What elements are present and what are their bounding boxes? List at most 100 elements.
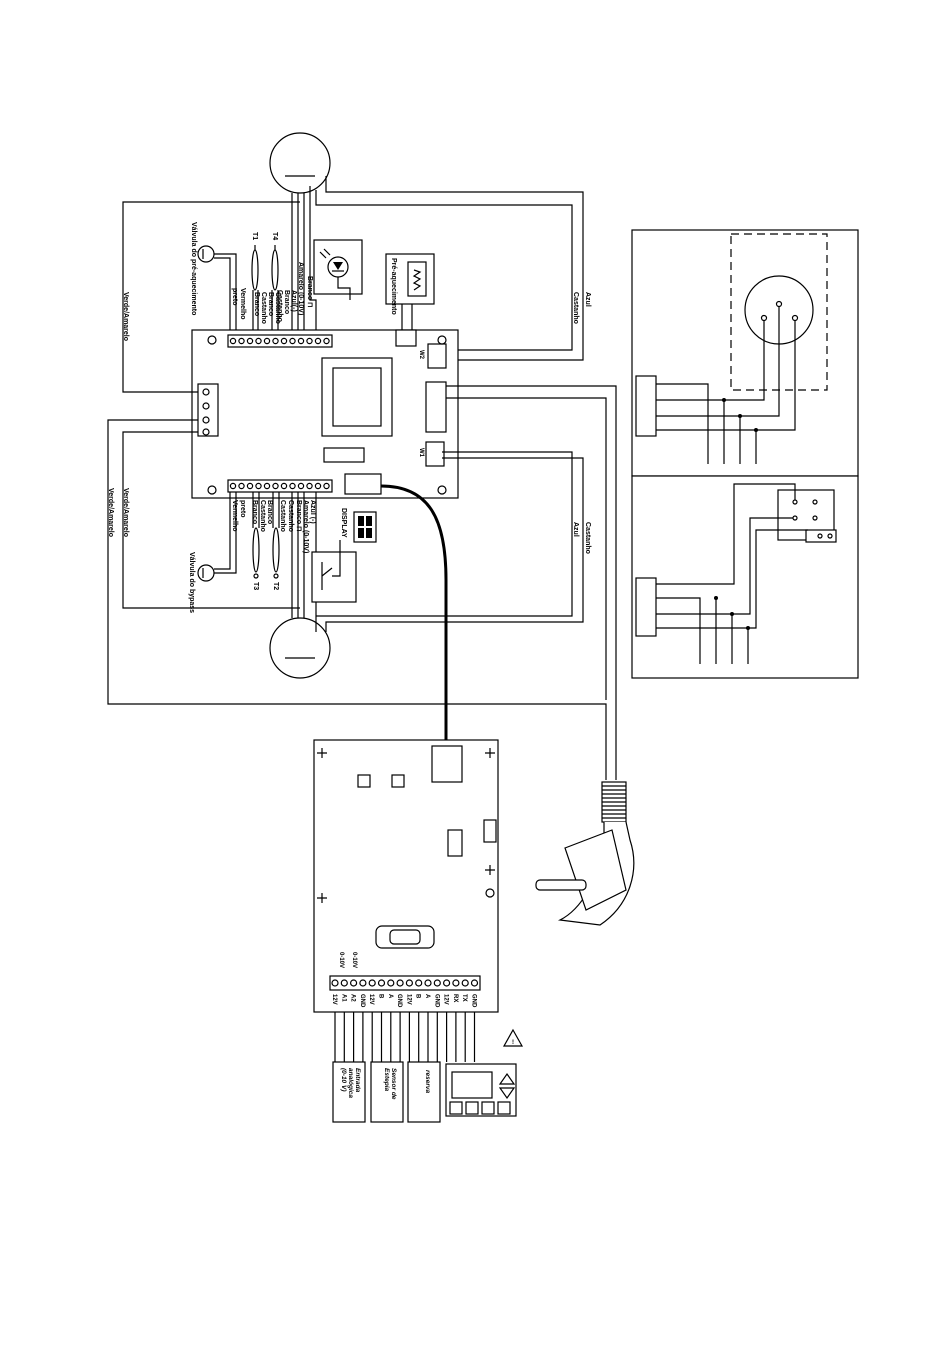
fan-bottom-wires — [291, 451, 584, 632]
label-standby-1: Estepia — [383, 1068, 390, 1092]
lower-terminal-label: A2 — [350, 994, 356, 1002]
lower-terminal-screw — [461, 979, 469, 987]
label-wire-top-4: Branco — [267, 292, 274, 316]
label-standby-0: Sensor de — [390, 1068, 397, 1100]
fan-top-wires — [291, 176, 584, 361]
analog-input-box — [332, 1061, 366, 1123]
lower-terminal-label: 12V — [331, 994, 337, 1005]
lower-terminal-label: GND — [396, 994, 402, 1008]
label-verde-amarelo-1: Verde/Amarelo — [122, 292, 129, 341]
terminal-screw — [229, 337, 237, 345]
lower-terminal-screw — [331, 979, 339, 987]
terminal-screw — [289, 482, 296, 490]
lower-terminal-screw — [387, 979, 395, 987]
label-verde-amarelo-2: Verde/Amarelo — [122, 488, 129, 537]
lower-terminal-screw — [340, 979, 348, 987]
lower-terminal-screw — [415, 979, 423, 987]
lower-control-board — [313, 739, 499, 1013]
label-wire-bot-0: Vermelho — [231, 500, 238, 532]
lower-terminal-screw — [405, 979, 413, 987]
terminal-screw — [263, 482, 271, 490]
sensor-t2 — [272, 492, 280, 579]
reserve-box — [407, 1061, 441, 1123]
label-azul-top: Azul — [584, 292, 591, 307]
lower-terminal-label: A — [424, 994, 430, 999]
sensor-t1 — [251, 245, 259, 335]
terminal-screw — [272, 482, 279, 490]
lower-terminal-screw — [396, 979, 404, 987]
terminal-screw — [246, 337, 254, 345]
lower-terminal-label: A — [387, 994, 393, 999]
label-wire-bot-3: Castanho — [259, 500, 266, 532]
label-voltage-0: 0-10V — [338, 952, 344, 968]
lower-terminal-label: B — [415, 994, 421, 999]
label-analog-1: analógica — [347, 1068, 354, 1098]
terminal-screw — [280, 337, 288, 345]
terminal-screw — [238, 337, 245, 345]
lower-terminal-label: 12V — [368, 994, 374, 1005]
label-castanho-bottom: Castanho — [584, 522, 591, 554]
label-wire-bot-2: Branco — [251, 500, 258, 524]
main-control-board — [191, 329, 459, 499]
label-fan-bot-2: Branco ⊓ — [295, 500, 302, 532]
relay-box — [311, 540, 357, 603]
terminal-screw — [238, 482, 245, 490]
label-voltage-1: 0-10V — [351, 952, 357, 968]
terminal-screw — [255, 337, 262, 345]
label-fan-bot-3: Castanho — [287, 500, 294, 532]
terminal-screw — [323, 482, 330, 490]
lower-terminal-label: GND — [433, 994, 439, 1008]
label-t1: T1 — [251, 232, 258, 240]
preheat-element — [385, 253, 435, 330]
label-preheat: Pré-aquecimento — [390, 258, 397, 315]
label-t3: T3 — [252, 582, 259, 590]
lower-terminal-screw — [452, 979, 460, 987]
label-reserve: reserva — [424, 1070, 431, 1094]
valve-bypass — [197, 492, 237, 582]
lower-terminal-screw — [470, 979, 479, 987]
standby-sensor-box — [370, 1061, 404, 1123]
label-fan-top-0: Amarelo (0-10V) — [297, 262, 304, 315]
lower-terminal-label: GND — [471, 994, 477, 1008]
lower-terminal-screw — [433, 979, 441, 987]
label-terminal-bottom: W1 — [418, 448, 424, 458]
panel-switch-wiring — [631, 475, 859, 679]
label-display: DISPLAY — [340, 508, 347, 538]
label-wire-top-3: Castanho — [260, 292, 267, 324]
label-castanho-top: Castanho — [572, 292, 579, 324]
label-branco-pulse-top: Branco ⊓ — [306, 276, 313, 308]
label-fan-bot-1: Amarelo (0-10V) — [302, 500, 309, 553]
terminal-screw — [280, 482, 288, 490]
fan-bottom-motor — [269, 617, 331, 679]
warning-icon: ! — [502, 1028, 524, 1047]
label-azul-bottom: Azul — [572, 522, 579, 537]
label-wire-bot-4: Branco — [266, 500, 273, 524]
label-valve-bypass: Válvula do bypass — [188, 552, 195, 613]
valve-preheat — [197, 245, 237, 335]
lower-terminal-label: TX — [461, 994, 467, 1002]
lower-terminal-screw — [443, 979, 451, 987]
label-t2: T2 — [272, 582, 279, 590]
label-fan-top-1: Azul(-) — [290, 290, 297, 312]
label-fan-bot-0: Azul (-) — [309, 500, 316, 524]
lower-terminal-screw — [368, 979, 376, 987]
label-wire-top-5: Castanho — [274, 292, 281, 324]
power-plug-icon — [535, 781, 635, 926]
led-sensor-icon — [313, 239, 363, 300]
label-valve-preheat: Válvula do pré-aquecimento — [190, 222, 197, 315]
label-wire-bot-5: Castanho — [279, 500, 286, 532]
terminal-screw — [314, 337, 322, 345]
label-fan-top-3: Castanho — [276, 290, 283, 322]
sensor-t4 — [271, 245, 279, 335]
label-analog-2: (0-10 V) — [340, 1068, 347, 1091]
terminal-screw — [314, 482, 322, 490]
lower-terminal-screw — [350, 979, 358, 987]
terminal-screw — [255, 482, 262, 490]
remote-display-icon — [445, 1063, 517, 1117]
label-verde-amarelo-3: Verde/Amarelo — [107, 488, 114, 537]
label-fan-top-2: Branco — [283, 290, 290, 314]
fan-top-motor — [269, 132, 331, 194]
label-t4: T4 — [271, 232, 278, 240]
